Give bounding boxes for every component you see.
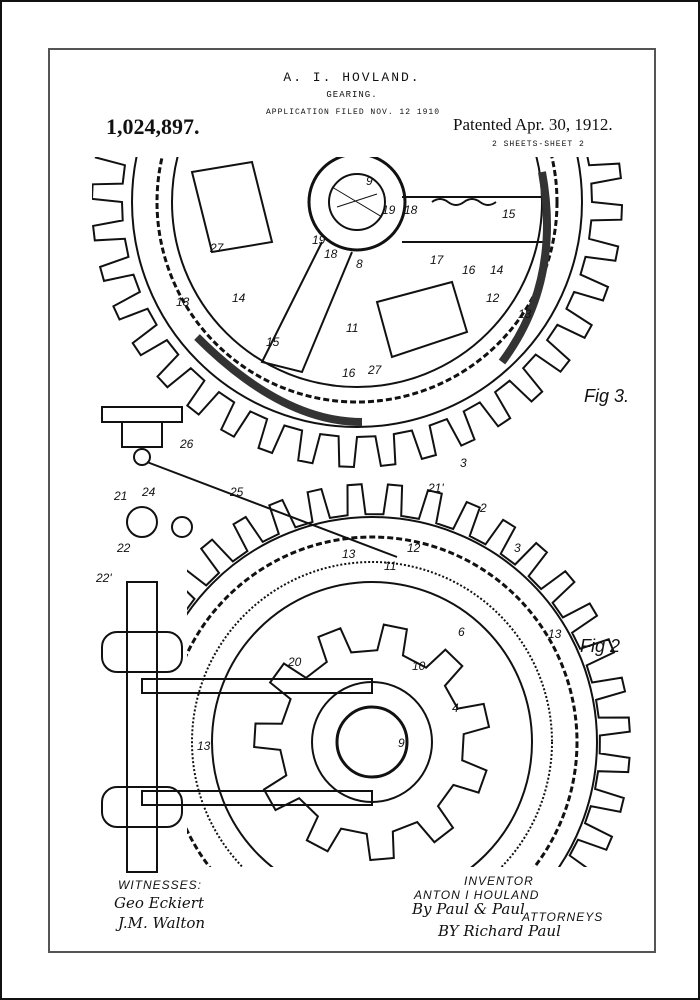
svg-text:3: 3 [460,456,467,470]
bevel-pinion-left [190,160,274,254]
attorney-signature-2: BY Richard Paul [438,922,561,940]
svg-text:21': 21' [427,481,444,495]
svg-text:16: 16 [462,263,476,277]
figure-3-label: Fig 3. [584,386,629,406]
gear-teeth-fig2 [187,483,631,867]
svg-text:8: 8 [356,257,363,271]
svg-text:12: 12 [407,541,421,555]
witnesses-label: WITNESSES: [118,878,203,892]
svg-text:19: 19 [312,233,326,247]
gear-rim [131,157,583,428]
subject-heading: GEARING. [326,90,378,100]
gear-teeth-fig3 [92,157,624,469]
inventor-signature: ANTON I HOULAND [414,888,540,902]
sheet-count: 2 SHEETS-SHEET 2 [492,140,585,149]
svg-text:4: 4 [452,701,459,715]
patent-number: 1,024,897. [106,114,200,139]
friction-band [155,157,559,404]
reference-numerals-fig3: 9 19 18 18 19 8 17 16 14 15 12 13 13 14 … [176,174,629,470]
svg-text:13: 13 [518,307,532,321]
figure-2 [187,483,631,867]
svg-text:20: 20 [287,655,302,669]
patented-date: Patented Apr. 30, 1912. [453,115,613,134]
svg-text:9: 9 [398,736,405,750]
svg-text:18: 18 [404,203,418,217]
sheet-border [48,48,656,953]
svg-text:6: 6 [458,625,465,639]
svg-text:13: 13 [176,295,190,309]
shaft [328,173,386,231]
gear-rim [187,516,598,867]
spring-arm-right [402,196,548,243]
svg-text:2: 2 [479,501,487,515]
svg-text:17: 17 [430,253,445,267]
svg-text:11: 11 [384,559,396,573]
figure-3 [92,157,624,469]
spring-arm-left [260,241,353,374]
svg-text:14: 14 [232,291,246,305]
svg-text:27: 27 [367,363,383,377]
svg-text:24: 24 [141,485,156,499]
svg-text:15: 15 [502,207,516,221]
svg-text:16: 16 [342,366,356,380]
spring-icon [431,198,497,206]
reference-numerals-fig2: 26 25 24 21 22 22' 21' 2 3 13 12 11 6 13… [95,437,620,753]
svg-text:27: 27 [209,241,225,255]
svg-text:21: 21 [113,489,127,503]
toothed-ring [191,561,553,867]
svg-text:12: 12 [486,291,500,305]
brake-shoe-right [498,171,551,365]
pivot-21 [126,506,158,538]
figure-2-label: Fig 2 [580,636,620,656]
link-20-lower [141,790,373,806]
pinion-teeth [253,623,491,862]
brake-shoe-left [194,334,363,426]
attorney-signature-1: By Paul & Paul [412,900,525,918]
vertical-rod [126,581,158,873]
svg-text:11: 11 [346,321,358,335]
svg-text:13: 13 [342,547,356,561]
svg-text:13: 13 [548,627,562,641]
svg-text:25: 25 [229,485,244,499]
link-20-upper [141,678,373,694]
friction-band [187,535,579,867]
bevel-pinion-lower [375,280,469,359]
inventor-label: INVENTOR [464,874,534,888]
svg-text:19: 19 [382,203,396,217]
attorneys-label: ATTORNEYS [522,910,604,924]
svg-text:3: 3 [514,541,521,555]
svg-text:10: 10 [412,659,426,673]
svg-text:26: 26 [179,437,194,451]
witness-signature-1: Geo Eckiert [114,894,204,912]
inner-disc [211,581,533,867]
svg-text:22': 22' [95,571,112,585]
hub [307,157,407,252]
application-date: APPLICATION FILED NOV. 12 1910 [266,108,441,117]
inventor-heading: A. I. HOVLAND. [283,70,421,85]
bracket [101,406,183,423]
svg-text:9: 9 [366,174,373,188]
svg-text:15: 15 [266,335,280,349]
hub [311,681,433,803]
lever-mechanism [101,406,398,873]
svg-text:18: 18 [324,247,338,261]
cable [146,461,398,558]
svg-text:13: 13 [197,739,211,753]
shaft [335,705,409,779]
svg-text:22: 22 [116,541,131,555]
witness-signature-2: J.M. Walton [118,914,206,932]
svg-text:14: 14 [490,263,504,277]
